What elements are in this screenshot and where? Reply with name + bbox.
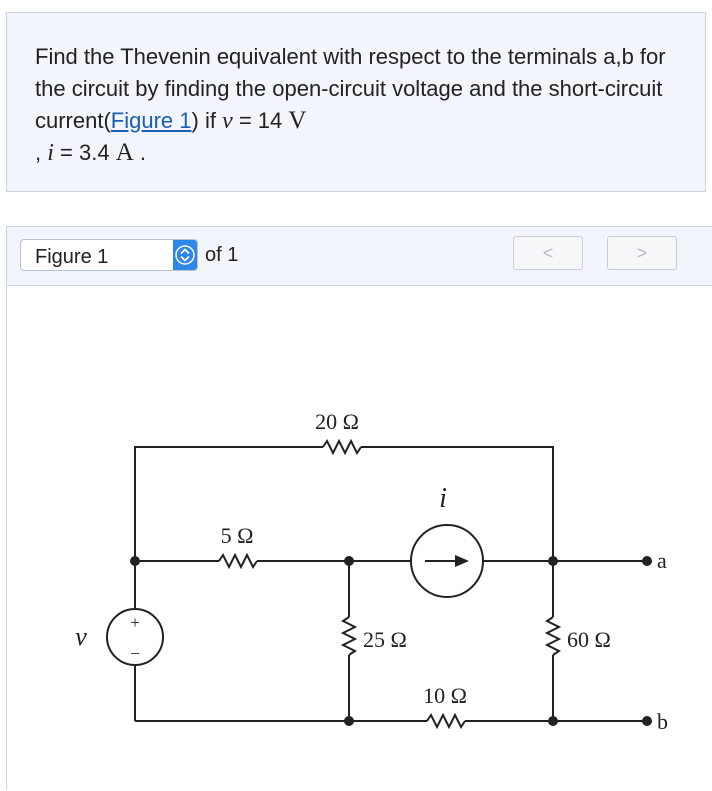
circuit-diagram: + − 20 Ω 5 Ω 25 Ω 10 Ω 60 Ω i v a b [75, 409, 668, 734]
label-10-ohm: 10 Ω [423, 683, 467, 708]
terminal-a-dot [642, 556, 652, 566]
figure-count-label: of 1 [205, 244, 239, 266]
circuit-wires [134, 438, 647, 730]
resistor-25-ohm [340, 616, 358, 656]
resistor-20-ohm [322, 438, 362, 456]
next-figure-button[interactable]: > [607, 236, 677, 270]
chevron-right-icon: > [636, 242, 648, 263]
resistor-5-ohm [218, 552, 258, 570]
figure-1-link[interactable]: Figure 1 [110, 108, 192, 133]
i-unit: A [115, 139, 134, 166]
i-symbol: i [47, 140, 54, 166]
terminal-b-dot [642, 716, 652, 726]
v-symbol: v [222, 108, 233, 134]
circuit-nodes [130, 556, 652, 726]
sentence-end: . [133, 140, 146, 165]
current-source [410, 524, 484, 598]
voltage-source: + − [106, 608, 164, 666]
chevron-left-icon: < [542, 242, 554, 263]
previous-figure-button[interactable]: < [513, 236, 583, 270]
select-arrows-icon[interactable] [173, 240, 197, 270]
resistor-60-ohm [544, 616, 562, 656]
v-unit: V [288, 107, 307, 134]
label-25-ohm: 25 Ω [363, 627, 407, 652]
label-60-ohm: 60 Ω [567, 627, 611, 652]
problem-statement-box: Find the Thevenin equivalent with respec… [6, 12, 706, 192]
label-terminal-b: b [657, 709, 668, 734]
figure-toolbar: Figure 1 of 1 < > [7, 227, 712, 286]
minus-sign: − [130, 644, 140, 663]
i-value: = 3.4 [53, 140, 116, 165]
figure-select-value: Figure 1 [35, 246, 109, 268]
figure-select[interactable]: Figure 1 [20, 239, 198, 271]
problem-text: Find the Thevenin equivalent with respec… [35, 41, 695, 169]
label-current-i: i [439, 483, 447, 514]
label-voltage-v: v [75, 622, 87, 651]
arrow-right-icon [455, 555, 469, 567]
problem-text-intro: Find the Thevenin equivalent with respec… [35, 44, 666, 133]
separator: , [35, 140, 48, 165]
resistor-10-ohm [426, 712, 466, 730]
figure-viewer: Figure 1 of 1 < > [6, 226, 712, 790]
plus-sign: + [130, 613, 140, 632]
v-value: = 14 [232, 108, 289, 133]
problem-text-if: ) if [191, 108, 223, 133]
label-5-ohm: 5 Ω [221, 523, 254, 548]
label-20-ohm: 20 Ω [315, 409, 359, 434]
label-terminal-a: a [657, 548, 667, 573]
